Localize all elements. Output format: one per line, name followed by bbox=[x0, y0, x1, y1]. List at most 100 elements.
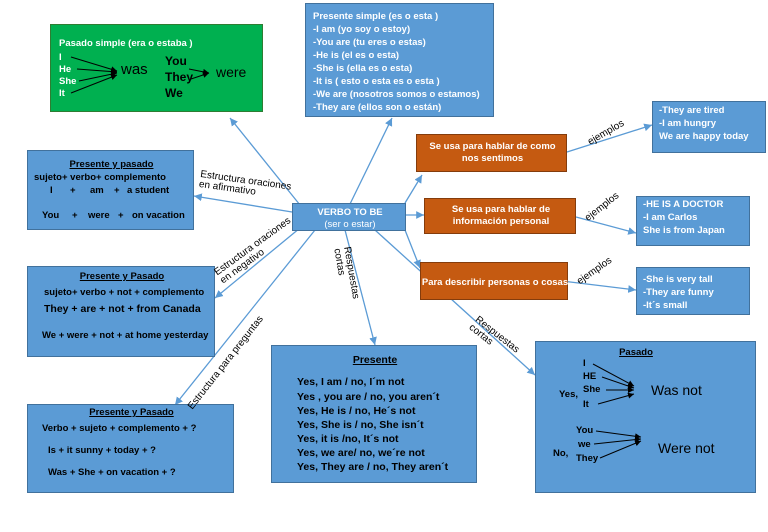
example-line: We are happy today bbox=[659, 131, 749, 142]
link-present-simple bbox=[349, 117, 393, 205]
use-feelings-box: Se usa para hablar de como nos sentimos bbox=[416, 134, 567, 172]
link-negative bbox=[214, 227, 301, 299]
negative-ex2: We + were + not + at home yesterday bbox=[42, 330, 209, 341]
link-ex-1 bbox=[566, 123, 653, 153]
affirmative-box: Presente y pasado sujeto+ verbo+ complem… bbox=[27, 150, 194, 230]
affirmative-ex2-plus2: + bbox=[118, 210, 124, 221]
short-past-yes: Yes, bbox=[559, 389, 579, 400]
short-past-they: They bbox=[576, 453, 599, 464]
negative-formula: sujeto+ verbo + not + complemento bbox=[44, 287, 205, 298]
link-use-3 bbox=[404, 229, 421, 269]
link-past-simple bbox=[229, 117, 301, 206]
negative-box: Presente y Pasado sujeto+ verbo + not + … bbox=[27, 266, 215, 357]
short-present-line: Yes, They are / no, They aren´t bbox=[297, 461, 449, 473]
plural-they: They bbox=[165, 70, 194, 84]
past-simple-arrows bbox=[70, 56, 210, 94]
example-line: -It´s small bbox=[643, 300, 688, 311]
questions-ex1: Is + it sunny + today + ? bbox=[48, 445, 156, 456]
example-line: -I am hungry bbox=[659, 118, 717, 129]
present-simple-line: -It is ( esto o esta es o esta ) bbox=[313, 76, 440, 87]
affirmative-title: Presente y pasado bbox=[69, 159, 154, 170]
center-node: VERBO TO BE (ser o estar) bbox=[292, 203, 406, 231]
use-feelings-label: Se usa para hablar de como nos sentimos bbox=[429, 141, 556, 164]
short-present-line: Yes, I am / no, I´m not bbox=[297, 376, 405, 388]
short-past-box: Pasado I HE She It Yes, Was not You we T… bbox=[535, 341, 756, 493]
use-describe-box: Para describir personas o cosas bbox=[420, 262, 568, 300]
present-simple-line: -I am (yo soy o estoy) bbox=[313, 24, 411, 35]
use-personal-info-box: Se usa para hablar de información person… bbox=[424, 198, 576, 234]
example-line: -They are funny bbox=[643, 287, 714, 298]
example-line: -They are tired bbox=[659, 105, 725, 116]
example-line: She is from Japan bbox=[643, 225, 725, 236]
present-simple-line: -You are (tu eres o estas) bbox=[313, 37, 426, 48]
affirmative-formula: sujeto+ verbo+ complemento bbox=[34, 172, 166, 183]
short-present-line: Yes, we are/ no, we´re not bbox=[297, 447, 425, 459]
use-personal-info-label: Se usa para hablar de información person… bbox=[451, 204, 551, 227]
example-line: -HE IS A DOCTOR bbox=[643, 199, 724, 210]
link-use-1 bbox=[404, 174, 423, 204]
example-line: -She is very tall bbox=[643, 274, 713, 285]
present-simple-line: -We are (nosotros somos o estamos) bbox=[313, 89, 480, 100]
short-present-box: Presente Yes, I am / no, I´m not Yes , y… bbox=[271, 345, 477, 483]
short-past-she: She bbox=[583, 384, 601, 395]
plural-you: You bbox=[165, 54, 187, 68]
use-describe-label: Para describir personas o cosas bbox=[421, 277, 569, 288]
short-past-no: No, bbox=[553, 448, 569, 459]
short-past-you: You bbox=[576, 425, 594, 436]
questions-ex2: Was + She + on vacation + ? bbox=[48, 467, 176, 478]
short-present-line: Yes, it is /no, It´s not bbox=[297, 433, 399, 445]
short-past-title: Pasado bbox=[619, 347, 653, 358]
short-present-line: Yes , you are / no, you aren´t bbox=[297, 391, 440, 403]
present-simple-line: Presente simple (es o esta ) bbox=[313, 11, 439, 22]
example-line: -I am Carlos bbox=[643, 212, 698, 223]
link-ex-3 bbox=[561, 280, 637, 293]
present-simple-box: Presente simple (es o esta ) -I am (yo s… bbox=[305, 3, 494, 117]
were-not-label: Were not bbox=[658, 440, 715, 456]
past-simple-title: Pasado simple (era o estaba ) bbox=[59, 38, 193, 49]
questions-formula: Verbo + sujeto + complemento + ? bbox=[42, 423, 197, 434]
present-simple-line: -She is (ella es o esta) bbox=[313, 63, 413, 74]
link-affirmative bbox=[193, 193, 293, 213]
subject-she: She bbox=[59, 76, 77, 87]
examples-feelings-box: -They are tired -I am hungry We are happ… bbox=[652, 101, 766, 153]
short-past-arrows bbox=[592, 363, 642, 459]
affirmative-ex1-verb: am bbox=[90, 185, 104, 196]
examples-describe-box: -She is very tall -They are funny -It´s … bbox=[636, 267, 750, 315]
was-not-label: Was not bbox=[651, 382, 702, 398]
short-past-it: It bbox=[583, 399, 589, 410]
were-label: were bbox=[216, 64, 247, 80]
affirmative-ex2-plus: + bbox=[72, 210, 78, 221]
affirmative-ex2-subject: You bbox=[42, 210, 60, 221]
center-title: VERBO TO BE bbox=[317, 207, 383, 218]
short-present-title: Presente bbox=[352, 354, 398, 366]
past-simple-box: Pasado simple (era o estaba ) I He She I… bbox=[50, 24, 263, 112]
short-present-line: Yes, He is / no, He´s not bbox=[297, 405, 416, 417]
negative-ex1: They + are + not + from Canada bbox=[44, 303, 201, 315]
subject-he: He bbox=[59, 64, 72, 75]
subject-it: It bbox=[59, 88, 65, 99]
affirmative-ex1-plus: + bbox=[70, 185, 76, 196]
was-label: was bbox=[121, 61, 148, 78]
affirmative-ex1-complement: a student bbox=[127, 185, 170, 196]
questions-box: Presente y Pasado Verbo + sujeto + compl… bbox=[27, 404, 234, 493]
plural-we: We bbox=[165, 86, 183, 100]
negative-title: Presente y Pasado bbox=[79, 271, 165, 282]
examples-personal-box: -HE IS A DOCTOR -I am Carlos She is from… bbox=[636, 196, 750, 246]
present-simple-line: -He is (el es o esta) bbox=[313, 50, 400, 61]
short-present-line: Yes, She is / no, She isn´t bbox=[297, 419, 424, 431]
affirmative-ex1-plus2: + bbox=[114, 185, 120, 196]
link-questions bbox=[174, 229, 316, 406]
short-past-i: I bbox=[583, 358, 586, 369]
short-past-we: we bbox=[578, 439, 591, 450]
affirmative-ex2-verb: were bbox=[88, 210, 110, 221]
link-short-past bbox=[374, 229, 536, 376]
present-simple-line: -They are (ellos son o están) bbox=[313, 102, 442, 113]
questions-title: Presente y Pasado bbox=[89, 407, 174, 418]
subject-i: I bbox=[59, 52, 62, 63]
affirmative-ex2-complement: on vacation bbox=[132, 210, 185, 221]
center-subtitle: (ser o estar) bbox=[324, 219, 376, 230]
affirmative-ex1-subject: I bbox=[50, 185, 53, 196]
short-past-he: HE bbox=[583, 371, 597, 382]
link-short-present bbox=[344, 229, 377, 346]
